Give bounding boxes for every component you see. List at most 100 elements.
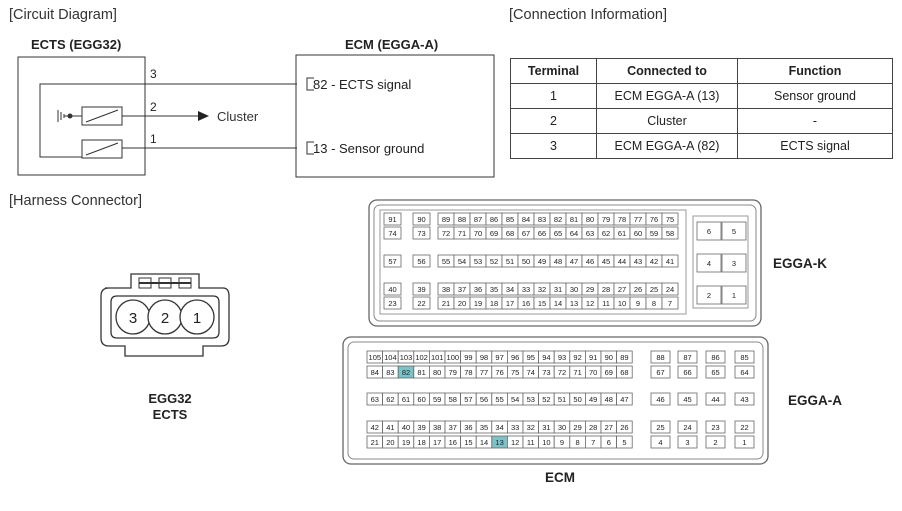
pin-cell [661,282,679,296]
pin-number: 9 [636,299,640,308]
table-header-row: Terminal Connected to Function [510,58,893,84]
pin-number: 102 [415,353,428,362]
sensor-ground-label: 13 - Sensor ground [313,141,424,156]
pin-number: 50 [522,257,530,266]
pin-number: 53 [474,257,482,266]
pin-number: 6 [607,438,611,447]
pin-number: 33 [511,423,519,432]
pin-number: 15 [464,438,472,447]
pin-number: 10 [618,299,626,308]
pin-number: 26 [634,285,642,294]
pin-number: 34 [506,285,514,294]
pin-cell [677,435,698,449]
pin-number: 88 [656,353,664,362]
pin-number: 27 [618,285,626,294]
pin-number: 73 [417,229,425,238]
pin-number: 94 [542,353,550,362]
pin-number: 56 [417,257,425,266]
pin-number: 51 [506,257,514,266]
pin-number: 64 [740,368,748,377]
pin-number: 3 [685,438,689,447]
pin-cell [650,420,671,434]
table-row: 2 Cluster - [510,108,893,134]
pin-number: 57 [464,395,472,404]
pin-cell [661,212,679,226]
pin-number: 78 [618,215,626,224]
pin-number: 8 [652,299,656,308]
pin-number: 66 [683,368,691,377]
pin-cell [734,435,755,449]
pin-cell [412,212,431,226]
pin-cell [721,253,747,273]
pin-number: 15 [538,299,546,308]
pin-number: 104 [384,353,397,362]
pin-number: 59 [433,395,441,404]
pin-number: 99 [464,353,472,362]
pin-number: 14 [554,299,562,308]
pin-number: 72 [442,229,450,238]
pin-cell [696,253,722,273]
connection-table: Terminal Connected to Function 1 ECM EGG… [510,58,893,159]
table-cell: 3 [510,133,597,159]
pin-cell [677,392,698,406]
pin-number: 95 [527,353,535,362]
pin-number: 38 [442,285,450,294]
pin-number: 68 [620,368,628,377]
pin-number: 87 [474,215,482,224]
pin-number: 75 [511,368,519,377]
ecm-label: ECM [545,470,575,485]
pin-number: 36 [464,423,472,432]
pin-number: 35 [480,423,488,432]
pin-number: 61 [402,395,410,404]
pin-number: 12 [511,438,519,447]
pin-number: 75 [666,215,674,224]
pin-number: 80 [586,215,594,224]
pin-number: 11 [602,299,610,308]
egga-a-label: EGGA-A [788,393,842,408]
pin-number: 60 [634,229,642,238]
pin-number: 81 [570,215,578,224]
pin-number: 49 [589,395,597,404]
pin-number: 1 [193,310,201,327]
pin-number: 68 [506,229,514,238]
pin-cell [383,282,402,296]
pin-number: 71 [458,229,466,238]
pin-number: 22 [417,299,425,308]
pin-number: 19 [402,438,410,447]
pin-number: 62 [602,229,610,238]
pin-number: 11 [527,438,535,447]
pin-number: 97 [495,353,503,362]
pin-number: 28 [602,285,610,294]
pin-number: 58 [666,229,674,238]
pin-number: 42 [371,423,379,432]
pin-number: 63 [371,395,379,404]
pin-number: 25 [656,423,664,432]
pin-number: 90 [417,215,425,224]
pin-number: 12 [586,299,594,308]
pin-number: 36 [474,285,482,294]
pin-number: 81 [417,368,425,377]
pin-number: 40 [402,423,410,432]
pin-number: 4 [707,259,711,268]
pin-number: 18 [490,299,498,308]
pin-cell [661,226,679,240]
pin-cell [734,350,755,364]
pin-number: 16 [449,438,457,447]
pin-cell [734,392,755,406]
pin-cell [616,392,633,406]
pin-number: 32 [527,423,535,432]
pin-number: 82 [402,368,410,377]
egga-k-label: EGGA-K [773,256,827,271]
pin-number: 52 [542,395,550,404]
pin-number: 19 [474,299,482,308]
pin-number: 28 [589,423,597,432]
table-cell: Cluster [596,108,738,134]
pin-number: 33 [522,285,530,294]
pin-number: 34 [495,423,503,432]
pin-number: 26 [620,423,628,432]
pin-number: 30 [558,423,566,432]
pin-number: 84 [371,368,379,377]
pin-cell [696,221,722,241]
pin-number: 6 [707,227,711,236]
